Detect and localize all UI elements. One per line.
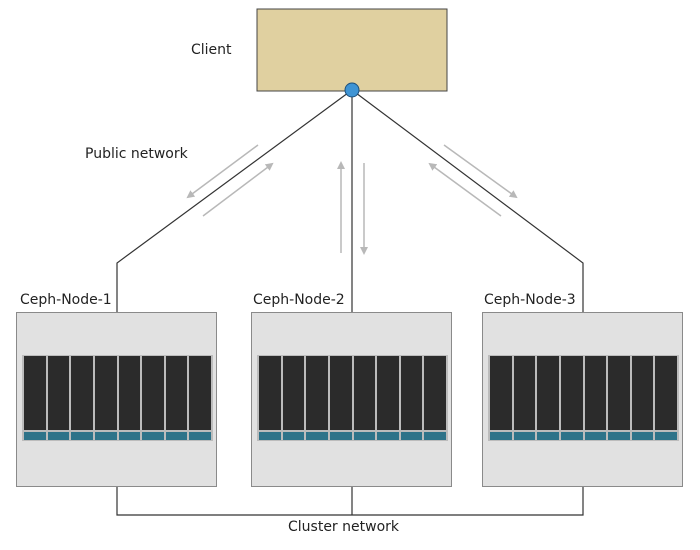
disk-port-indicator (655, 432, 677, 440)
disk-port-indicator (560, 432, 583, 440)
disk-array (257, 355, 448, 441)
disk-port-indicator (608, 432, 630, 440)
disk-port-indicator (377, 432, 399, 440)
node-2-label: Ceph-Node-2 (253, 292, 345, 308)
client-connection-hub (344, 82, 360, 98)
disk-drive (631, 356, 654, 440)
disk-drive (306, 356, 328, 440)
public-network-label: Public network (85, 146, 188, 162)
disk-port-indicator (71, 432, 93, 440)
disk-port-indicator (400, 432, 423, 440)
disk-drive (118, 356, 141, 440)
disk-port-indicator (584, 432, 607, 440)
disk-drive (560, 356, 583, 440)
disk-drive (94, 356, 117, 440)
disk-drive (71, 356, 93, 440)
disk-array (488, 355, 679, 441)
disk-port-indicator (259, 432, 281, 440)
disk-drive (584, 356, 607, 440)
disk-drive (142, 356, 164, 440)
ceph-node-1 (16, 312, 217, 487)
arrow-from-node-3 (428, 162, 502, 217)
public-link-node-1 (116, 89, 353, 312)
disk-drive (424, 356, 446, 440)
disk-port-indicator (631, 432, 654, 440)
disk-port-indicator (306, 432, 328, 440)
cluster-network-label: Cluster network (288, 519, 399, 535)
disk-drive (189, 356, 211, 440)
disk-port-indicator (329, 432, 352, 440)
disk-drive (655, 356, 677, 440)
disk-port-indicator (513, 432, 536, 440)
disk-port-indicator (24, 432, 46, 440)
disk-drive (259, 356, 281, 440)
disk-drive (608, 356, 630, 440)
disk-port-indicator (165, 432, 188, 440)
disk-array (22, 355, 213, 441)
disk-drive (490, 356, 512, 440)
disk-port-indicator (490, 432, 512, 440)
disk-drive (165, 356, 188, 440)
cluster-network-line (116, 487, 584, 516)
disk-port-indicator (424, 432, 446, 440)
disk-drive (47, 356, 70, 440)
ceph-node-2 (251, 312, 452, 487)
disk-drive (353, 356, 376, 440)
disk-port-indicator (94, 432, 117, 440)
arrow-from-node-1 (202, 162, 274, 217)
client-label: Client (191, 42, 232, 58)
disk-drive (24, 356, 46, 440)
arrow-to-node-1 (186, 144, 259, 199)
node-1-label: Ceph-Node-1 (20, 292, 112, 308)
disk-drive (537, 356, 559, 440)
disk-port-indicator (142, 432, 164, 440)
disk-drive (282, 356, 305, 440)
client-box (256, 8, 448, 92)
disk-drive (400, 356, 423, 440)
disk-drive (513, 356, 536, 440)
disk-drive (329, 356, 352, 440)
ceph-node-3 (482, 312, 683, 487)
public-link-node-3 (351, 89, 584, 312)
disk-port-indicator (47, 432, 70, 440)
disk-port-indicator (353, 432, 376, 440)
arrow-to-node-3 (443, 144, 518, 199)
node-3-label: Ceph-Node-3 (484, 292, 576, 308)
disk-port-indicator (118, 432, 141, 440)
disk-port-indicator (189, 432, 211, 440)
disk-port-indicator (537, 432, 559, 440)
disk-port-indicator (282, 432, 305, 440)
disk-drive (377, 356, 399, 440)
